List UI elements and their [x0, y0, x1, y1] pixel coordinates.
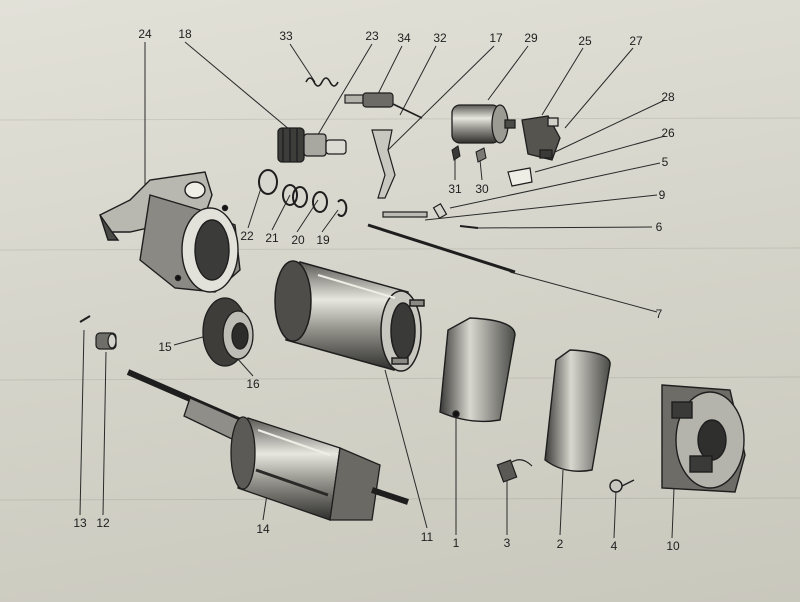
- brush-spring: [609, 479, 635, 493]
- part-label-26: 26: [661, 126, 675, 140]
- part-label-9: 9: [658, 188, 666, 202]
- part-label-28: 28: [661, 90, 675, 104]
- field-frame: [274, 260, 425, 372]
- field-pole: [544, 349, 611, 472]
- plunger: [344, 92, 423, 119]
- part-label-29: 29: [524, 31, 538, 45]
- part-label-20: 20: [291, 233, 305, 247]
- pole-shoe: [439, 317, 516, 423]
- brush: [496, 459, 533, 483]
- armature: [126, 369, 409, 521]
- part-label-12: 12: [96, 516, 110, 530]
- part-label-19: 19: [316, 233, 330, 247]
- part-label-27: 27: [629, 34, 643, 48]
- part-label-24: 24: [138, 27, 152, 41]
- shift-lever: [371, 129, 396, 199]
- pins: [382, 202, 479, 229]
- insulating-plate: [507, 167, 533, 187]
- part-label-21: 21: [265, 231, 279, 245]
- part-label-25: 25: [578, 34, 592, 48]
- commutator-end-frame: [661, 384, 746, 493]
- part-label-23: 23: [365, 29, 379, 43]
- part-label-32: 32: [433, 31, 447, 45]
- part-label-34: 34: [397, 31, 411, 45]
- part-label-14: 14: [256, 522, 270, 536]
- part-label-30: 30: [475, 182, 489, 196]
- intermediate-bearing: [202, 297, 254, 367]
- pinion-assembly: [277, 127, 347, 163]
- small-clip: [451, 145, 461, 161]
- part-label-1: 1: [452, 536, 460, 550]
- stop-nut: [95, 332, 117, 350]
- part-label-5: 5: [661, 155, 669, 169]
- drive-end-housing: [99, 171, 241, 293]
- solenoid: [451, 104, 516, 144]
- rings: [258, 169, 348, 217]
- part-label-17: 17: [489, 31, 503, 45]
- small-washer: [475, 147, 487, 163]
- part-label-16: 16: [246, 377, 260, 391]
- part-label-22: 22: [240, 229, 254, 243]
- part-label-13: 13: [73, 516, 87, 530]
- part-label-2: 2: [556, 537, 564, 551]
- leader-lines: [79, 41, 675, 539]
- part-label-33: 33: [279, 29, 293, 43]
- through-bolt: [367, 223, 516, 274]
- return-spring: [305, 77, 339, 87]
- part-label-15: 15: [158, 340, 172, 354]
- part-label-10: 10: [666, 539, 680, 553]
- part-label-6: 6: [655, 220, 663, 234]
- part-label-4: 4: [610, 539, 618, 553]
- part-label-31: 31: [448, 182, 462, 196]
- key-pin: [79, 315, 91, 323]
- part-label-3: 3: [503, 536, 511, 550]
- part-label-18: 18: [178, 27, 192, 41]
- part-label-7: 7: [655, 307, 663, 321]
- solenoid-cover: [521, 115, 561, 161]
- part-label-11: 11: [420, 530, 434, 544]
